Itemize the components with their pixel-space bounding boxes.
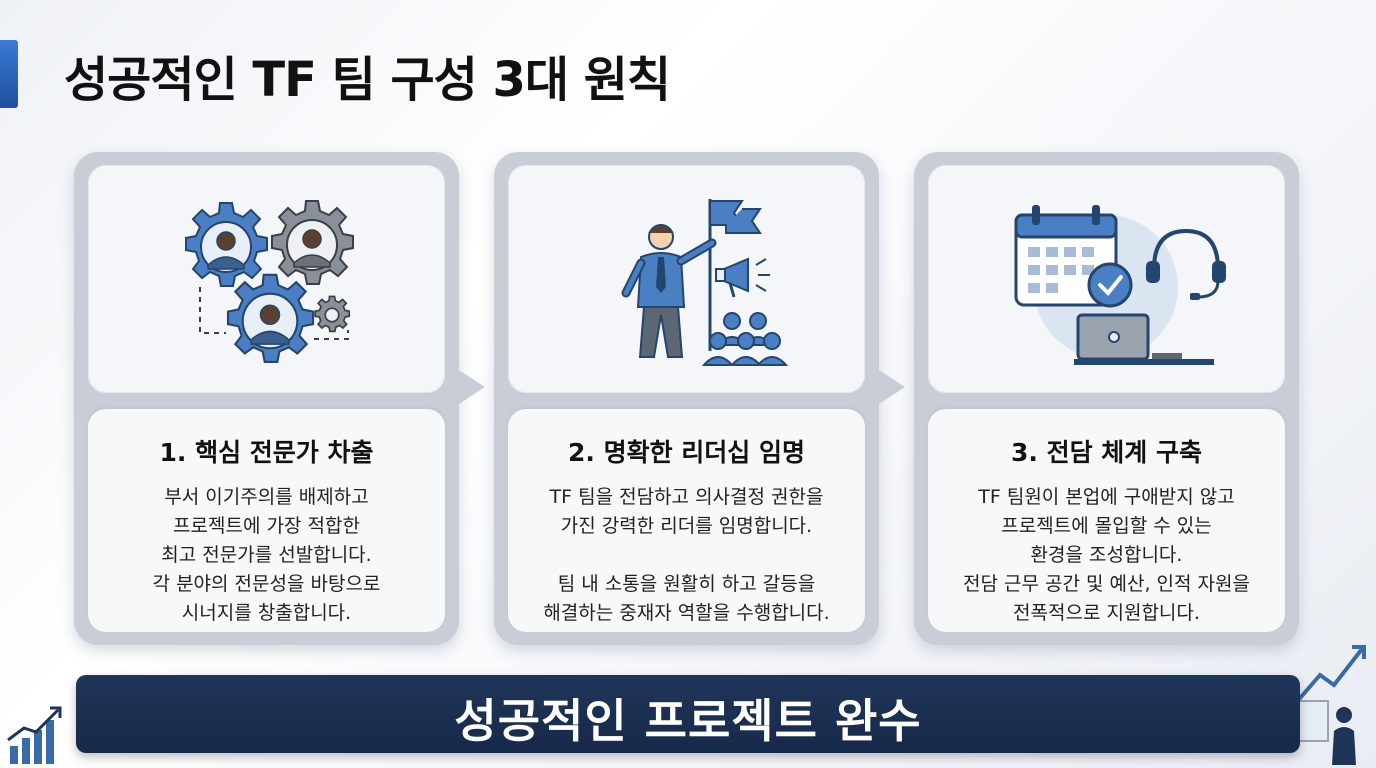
gears-people-icon [185, 200, 354, 364]
businessman-chart-icon [1292, 645, 1366, 765]
arrow-connector-1 [459, 370, 485, 404]
card-desc-line: 프로젝트에 가장 적합한 [173, 515, 360, 537]
principle-card-3: 3. 전담 체계 구축 TF 팀원이 본업에 구애받지 않고 프로젝트에 몰입할… [914, 152, 1299, 645]
card-3-illustration [928, 165, 1285, 393]
card-description: TF 팀원이 본업에 구애받지 않고 프로젝트에 몰입할 수 있는 환경을 조성… [928, 483, 1285, 628]
growth-chart-icon [7, 706, 62, 764]
title-accent-bar [0, 40, 18, 108]
card-desc-line: 팀 내 소통을 원활히 하고 갈등을 [557, 573, 816, 595]
arrow-connector-2 [879, 370, 905, 404]
card-2-illustration [508, 165, 865, 393]
card-description: 부서 이기주의를 배제하고 프로젝트에 가장 적합한 최고 전문가를 선발합니다… [88, 483, 445, 628]
card-desc-line: 환경을 조성합니다. [1030, 544, 1183, 566]
card-desc-line: 최고 전문가를 선발합니다. [161, 544, 372, 566]
card-desc-line: 가진 강력한 리더를 임명합니다. [560, 515, 813, 537]
card-1-illustration [88, 165, 445, 393]
card-heading: 2. 명확한 리더십 임명 [567, 438, 805, 467]
card-desc-line: 전폭적으로 지원합니다. [1013, 602, 1200, 624]
card-desc-gap [508, 541, 865, 570]
banner-text: 성공적인 프로젝트 완수 [454, 694, 922, 748]
card-heading: 3. 전담 체계 구축 [1010, 438, 1202, 467]
card-2-text: 2. 명확한 리더십 임명 TF 팀을 전담하고 의사결정 권한을 가진 강력한… [508, 409, 865, 632]
card-description: TF 팀을 전담하고 의사결정 권한을 가진 강력한 리더를 임명합니다. 팀 … [508, 483, 865, 628]
card-heading: 1. 핵심 전문가 차출 [159, 438, 374, 467]
conclusion-banner: 성공적인 프로젝트 완수 [76, 675, 1300, 753]
card-desc-line: 프로젝트에 몰입할 수 있는 [1001, 515, 1212, 537]
leader-flag-icon [621, 199, 789, 366]
card-desc-line: TF 팀을 전담하고 의사결정 권한을 [549, 486, 824, 508]
principle-card-1: 1. 핵심 전문가 차출 부서 이기주의를 배제하고 프로젝트에 가장 적합한 … [74, 152, 459, 645]
card-1-text: 1. 핵심 전문가 차출 부서 이기주의를 배제하고 프로젝트에 가장 적합한 … [88, 409, 445, 632]
card-desc-line: 전담 근무 공간 및 예산, 인적 자원을 [963, 573, 1250, 595]
card-desc-line: TF 팀원이 본업에 구애받지 않고 [978, 486, 1235, 508]
principle-card-2: 2. 명확한 리더십 임명 TF 팀을 전담하고 의사결정 권한을 가진 강력한… [494, 152, 879, 645]
card-desc-line: 부서 이기주의를 배제하고 [164, 486, 369, 508]
calendar-support-icon [1014, 205, 1226, 365]
card-3-text: 3. 전담 체계 구축 TF 팀원이 본업에 구애받지 않고 프로젝트에 몰입할… [928, 409, 1285, 632]
card-desc-line: 해결하는 중재자 역할을 수행합니다. [543, 602, 830, 624]
card-desc-line: 각 분야의 전문성을 바탕으로 [152, 573, 381, 595]
page-title: 성공적인 TF 팀 구성 3대 원칙 [64, 52, 671, 108]
card-desc-line: 시너지를 창출합니다. [181, 602, 352, 624]
